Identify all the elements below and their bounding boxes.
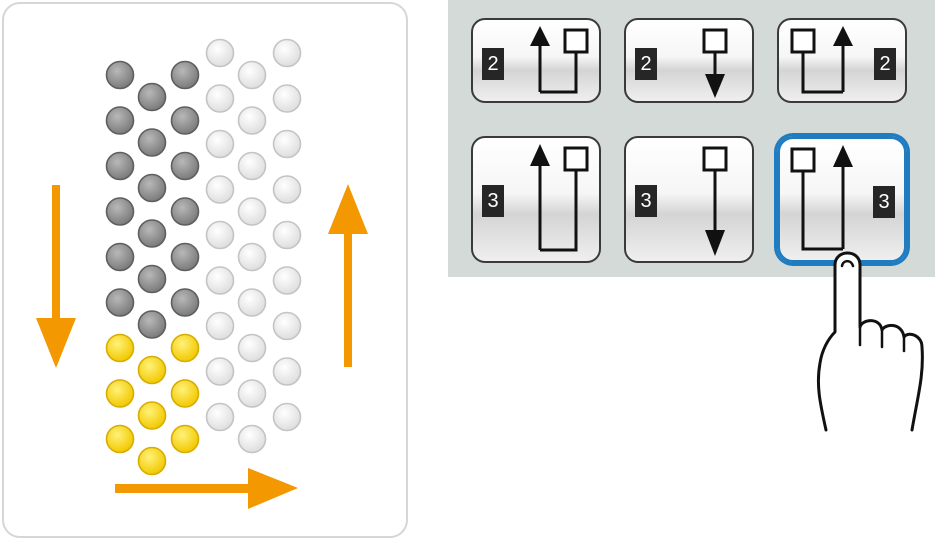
mode-3-up-right-button[interactable]: 3 <box>777 136 907 263</box>
mode-button-panel: 2 2 2 3 3 <box>448 0 935 277</box>
ball-light <box>205 357 235 386</box>
up-path-icon <box>530 26 589 94</box>
ball-light <box>205 266 235 295</box>
ball-dark <box>105 106 135 135</box>
ball-light <box>272 129 302 159</box>
count-badge: 3 <box>873 186 895 218</box>
ball-yellow <box>170 424 200 454</box>
ball-yellow <box>137 446 167 476</box>
path-diagram <box>36 38 368 509</box>
ball-yellow <box>137 401 167 430</box>
ball-light <box>237 242 267 272</box>
ball-dark <box>170 106 200 135</box>
ball-dark <box>170 197 200 226</box>
ball-yellow <box>105 424 135 454</box>
ball-dark <box>137 128 167 157</box>
up-path-icon <box>790 26 853 94</box>
ball-dark <box>170 288 200 317</box>
count-badge: 3 <box>635 185 657 217</box>
ball-dark <box>170 60 200 90</box>
arrow-right-icon <box>115 468 298 509</box>
arrow-up-icon <box>328 184 368 367</box>
ball-yellow <box>105 333 135 363</box>
ball-light <box>205 129 235 159</box>
ball-light <box>272 402 302 432</box>
ball-dark <box>105 151 135 181</box>
arrow-down-icon <box>36 185 76 368</box>
ball-dark <box>105 242 135 272</box>
ball-light <box>272 84 302 113</box>
ball-light <box>237 197 267 226</box>
ball-yellow <box>105 379 135 408</box>
count-badge: 2 <box>874 48 896 80</box>
illustration-panel <box>2 2 408 538</box>
ball-light <box>237 288 267 317</box>
ball-light <box>272 266 302 295</box>
ball-yellow <box>170 333 200 363</box>
ball-light <box>237 106 267 135</box>
ball-light <box>272 38 302 68</box>
count-badge: 2 <box>482 48 504 80</box>
ball-dark <box>137 82 167 112</box>
ball-light <box>272 357 302 386</box>
ball-yellow <box>137 355 167 385</box>
ball-dark <box>137 310 167 339</box>
count-badge: 3 <box>482 185 504 217</box>
ball-light <box>205 220 235 250</box>
ball-light <box>205 175 235 204</box>
up-path-icon <box>790 145 853 251</box>
ball-dark <box>137 173 167 203</box>
ball-dark <box>105 288 135 317</box>
down-path-icon <box>702 146 728 256</box>
hand-pointer-icon <box>816 251 924 432</box>
ball-light <box>237 424 267 454</box>
ball-light <box>272 220 302 250</box>
ball-light <box>205 84 235 113</box>
ball-light <box>272 175 302 204</box>
ball-dark <box>137 264 167 294</box>
down-path-icon <box>702 28 728 98</box>
ball-light <box>205 311 235 341</box>
mode-3-down-center-button[interactable]: 3 <box>624 136 754 263</box>
ball-dark <box>105 60 135 90</box>
ball-light <box>205 402 235 432</box>
ball-light <box>272 311 302 341</box>
ball-light <box>237 60 267 90</box>
ball-dark <box>105 197 135 226</box>
ball-yellow <box>170 379 200 408</box>
mode-2-up-left-button[interactable]: 2 <box>471 18 601 103</box>
up-path-icon <box>530 144 589 252</box>
ball-dark <box>170 151 200 181</box>
mode-2-down-center-button[interactable]: 2 <box>624 18 754 103</box>
ball-dark <box>137 219 167 248</box>
mode-2-up-right-button[interactable]: 2 <box>777 18 907 103</box>
ball-light <box>205 38 235 68</box>
ball-dark <box>170 242 200 272</box>
count-badge: 2 <box>635 48 657 80</box>
ball-light <box>237 333 267 363</box>
ball-light <box>237 379 267 408</box>
mode-3-up-left-button[interactable]: 3 <box>471 136 601 263</box>
ball-light <box>237 151 267 181</box>
